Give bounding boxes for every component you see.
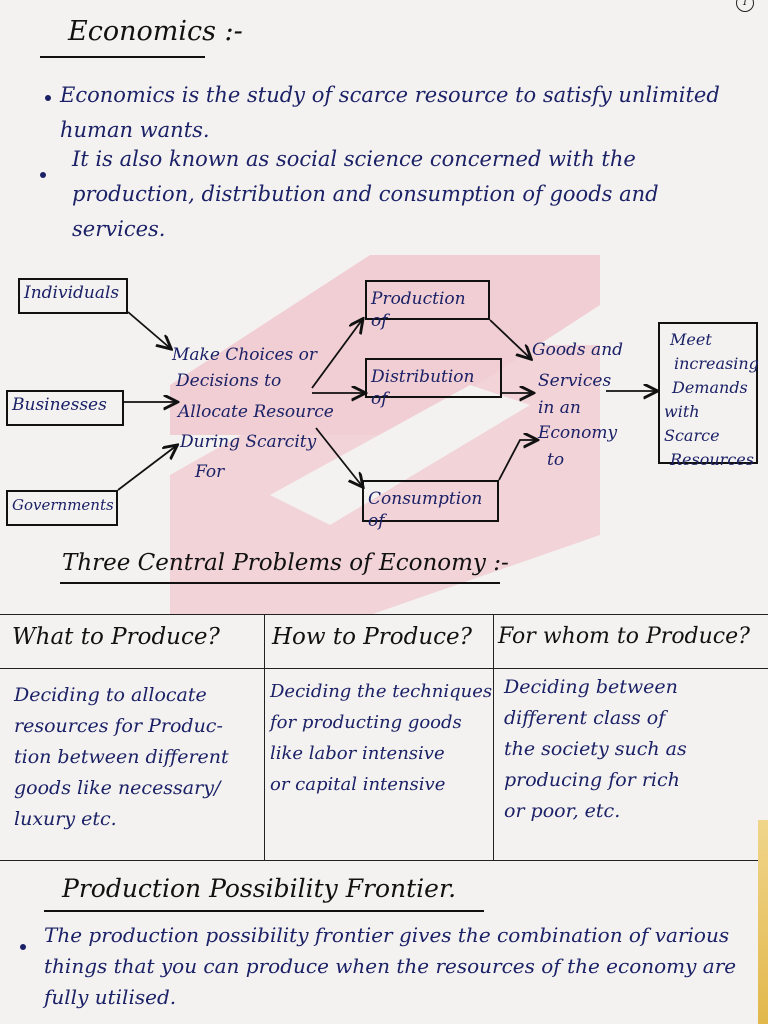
cell-line: or capital intensive xyxy=(270,774,446,795)
cell-line: resources for Produc- xyxy=(14,715,223,737)
cell-line: tion between different xyxy=(14,746,229,768)
cell-line: for producting goods xyxy=(270,712,462,733)
cell-line: Deciding the techniques xyxy=(270,681,493,702)
heading-underline xyxy=(40,56,205,58)
box-individuals: Individuals xyxy=(18,278,128,314)
cell-line: or poor, etc. xyxy=(504,800,621,822)
table-cell-what: Deciding to allocate resources for Produ… xyxy=(14,680,259,835)
cell-line: goods like necessary/ xyxy=(14,777,221,799)
social-science-text: It is also known as social science conce… xyxy=(72,147,659,241)
central-problems-heading: Three Central Problems of Economy :- xyxy=(62,550,509,576)
goods-line: Economy xyxy=(538,423,618,443)
box-governments: Governments xyxy=(6,490,118,526)
col-head-how: How to Produce? xyxy=(272,624,472,650)
choices-line: During Scarcity xyxy=(180,432,317,452)
meet-line: Resources xyxy=(670,450,754,469)
cell-line: Deciding between xyxy=(504,676,678,698)
heading-underline xyxy=(60,582,500,584)
box-meet-demands: Meet increasing Demands with Scarce Reso… xyxy=(658,322,759,469)
box-production: Production of xyxy=(365,280,490,331)
box-consumption: Consumption of xyxy=(362,480,499,531)
cell-line: luxury etc. xyxy=(14,808,117,830)
table-rule xyxy=(493,614,494,860)
cell-line: Deciding to allocate xyxy=(14,684,207,706)
choices-line: Make Choices or xyxy=(172,345,318,365)
choices-line: Decisions to xyxy=(176,371,282,391)
bullet-dot xyxy=(20,944,26,950)
table-cell-how: Deciding the techniques for producting g… xyxy=(270,676,494,800)
table-cell-whom: Deciding between different class of the … xyxy=(504,672,764,827)
meet-line: with Scarce xyxy=(664,402,720,445)
economics-heading: Economics :- xyxy=(68,16,243,47)
col-head-what: What to Produce? xyxy=(12,624,220,650)
table-rule xyxy=(0,614,768,615)
cell-line: producing for rich xyxy=(504,769,680,791)
table-rule xyxy=(0,860,768,861)
cell-line: like labor intensive xyxy=(270,743,445,764)
table-rule xyxy=(264,614,265,860)
choices-line: For xyxy=(195,462,225,482)
heading-underline xyxy=(44,910,484,912)
box-distribution: Distribution of xyxy=(365,358,502,409)
goods-line: to xyxy=(547,450,565,470)
choices-line: Allocate Resource xyxy=(178,402,334,422)
bullet-dot xyxy=(40,172,46,178)
ppf-heading: Production Possibility Frontier. xyxy=(62,874,457,903)
page-edge xyxy=(758,820,768,1024)
bullet-dot xyxy=(45,95,51,101)
box-businesses: Businesses xyxy=(6,390,124,426)
goods-line: Services xyxy=(538,371,612,391)
meet-line: Demands xyxy=(672,378,748,397)
goods-line: Goods and xyxy=(532,340,624,360)
table-rule xyxy=(0,668,768,669)
col-head-whom: For whom to Produce? xyxy=(498,624,750,649)
cell-line: different class of xyxy=(504,707,666,729)
ppf-definition-text: The production possibility frontier give… xyxy=(44,923,737,1009)
goods-line: in an xyxy=(538,398,581,418)
cell-line: the society such as xyxy=(504,738,687,760)
definition-text: Economics is the study of scarce resourc… xyxy=(60,83,720,142)
meet-line: increasing xyxy=(674,354,759,373)
meet-line: Meet xyxy=(670,330,712,349)
